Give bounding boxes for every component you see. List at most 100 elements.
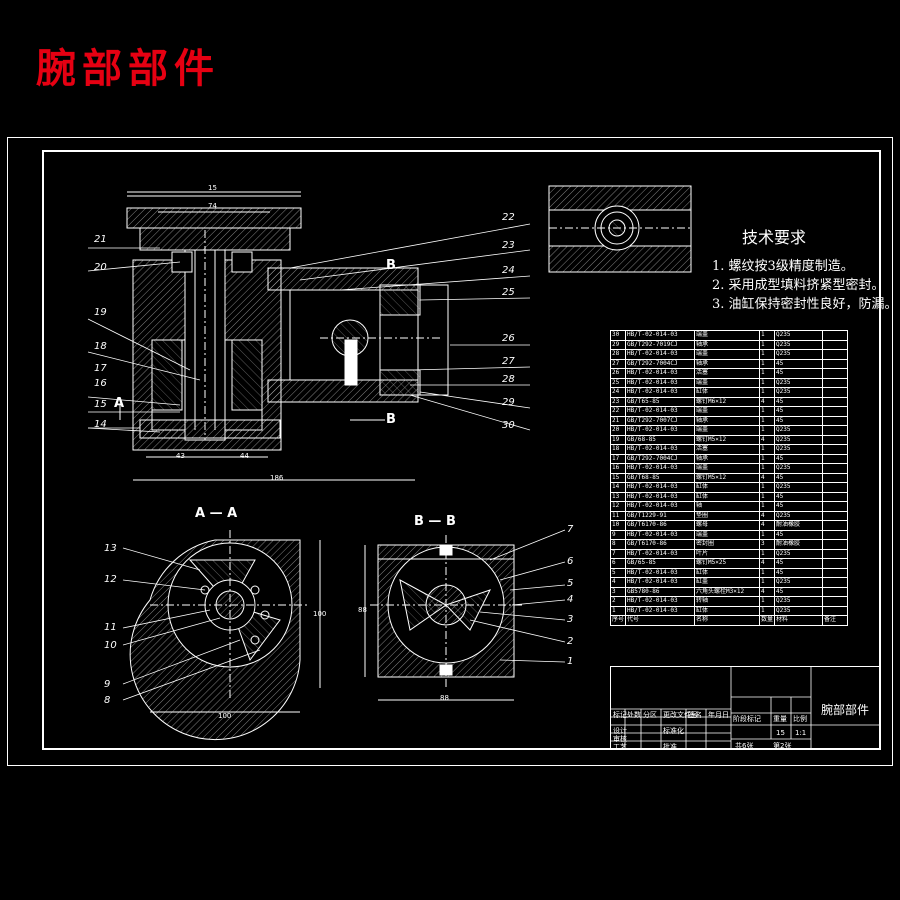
bom-cell: 3 — [609, 586, 627, 597]
leader-1: 1 — [567, 656, 574, 667]
bom-cell: 活塞 — [694, 444, 761, 455]
bom-cell: 端盖 — [694, 425, 761, 436]
dim-15: 15 — [208, 184, 217, 192]
bom-cell: GB/68-85 — [625, 434, 696, 445]
bom-cell: 螺钉M6×12 — [694, 396, 761, 407]
bom-cell: 6 — [609, 558, 627, 569]
bom-cell — [822, 577, 849, 588]
tb-label-count: 处数 — [627, 711, 641, 719]
bom-cell: 1 — [759, 377, 776, 388]
dim-74: 74 — [208, 202, 217, 210]
tb-sheets-total: 共6张 — [735, 742, 754, 750]
bom-cell — [822, 510, 849, 521]
a-leader-lines — [122, 547, 261, 701]
bom-cell: HB/T-02-014-03 — [625, 567, 696, 578]
tb-label-mark: 标记 — [613, 711, 627, 719]
bom-cell: HB/T-02-014-03 — [625, 482, 696, 493]
bom-cell: 1 — [759, 501, 776, 512]
bom-cell: 1 — [759, 368, 776, 379]
bom-cell — [822, 501, 849, 512]
bom-cell: GB/T292-7019CJ — [625, 339, 696, 350]
bom-cell: 六角头螺栓M3×12 — [694, 586, 761, 597]
bom-cell: 代号 — [625, 615, 696, 626]
leader-7: 7 — [567, 524, 574, 535]
tb-role-approve: 批准 — [663, 743, 677, 751]
leader-12: 12 — [104, 574, 117, 585]
bom-cell: 活塞 — [694, 368, 761, 379]
tb-label-change: 更改文件号 — [663, 711, 698, 719]
bom-cell: HB/T-02-014-03 — [625, 605, 696, 616]
bom-cell: 端盖 — [694, 406, 761, 417]
bom-cell: 23 — [609, 396, 627, 407]
leader-3: 3 — [567, 614, 574, 625]
bom-cell: 45 — [774, 491, 824, 502]
bom-cell: 11 — [609, 510, 627, 521]
bom-cell: 25 — [609, 377, 627, 388]
bom-cell: HB/T-02-014-03 — [625, 349, 696, 360]
section-arrow-a: A — [114, 396, 125, 411]
bom-cell: HB/T-02-014-03 — [625, 330, 696, 341]
bom-cell: Q235 — [774, 330, 824, 341]
bom-cell: 45 — [774, 358, 824, 369]
bom-cell: 1 — [759, 444, 776, 455]
drawing-title: 腕部部件 — [36, 45, 220, 92]
bom-cell: HB/T-02-014-03 — [625, 596, 696, 607]
bom-cell: 4 — [759, 434, 776, 445]
bom-cell: Q235 — [774, 387, 824, 398]
bom-cell: 1 — [759, 406, 776, 417]
bom-cell: 轴承 — [694, 339, 761, 350]
tb-role-process: 工艺 — [613, 743, 627, 751]
bom-cell: 1 — [759, 330, 776, 341]
leader-23: 23 — [502, 240, 515, 251]
bom-cell: Q235 — [774, 605, 824, 616]
bom-cell: GB/T292-7004CJ — [625, 358, 696, 369]
bom-cell: 轴承 — [694, 415, 761, 426]
bom-cell: GB/T292-7007CJ — [625, 415, 696, 426]
title-block: 腕部部件 标记 处数 分区 更改文件号 签名 年月日 设计 审核 工艺 标准化 … — [610, 666, 881, 751]
bom-cell — [822, 444, 849, 455]
bom-cell: 20 — [609, 425, 627, 436]
bom-cell: 4 — [609, 577, 627, 588]
leader-28: 28 — [502, 374, 515, 385]
main-section-view — [119, 191, 449, 481]
bom-cell — [822, 605, 849, 616]
bom-cell: HB/T-02-014-03 — [625, 501, 696, 512]
bom-cell: 1 — [759, 415, 776, 426]
bom-cell: Q235 — [774, 339, 824, 350]
bom-cell — [822, 529, 849, 540]
bom-cell: 4 — [759, 520, 776, 531]
dim-100-b: 100 — [313, 610, 327, 618]
tb-role-design: 设计 — [613, 727, 627, 735]
bom-cell: 45 — [774, 453, 824, 464]
bom-cell: Q235 — [774, 444, 824, 455]
b-leader-lines — [469, 529, 566, 663]
bom-cell: 耐油橡胶 — [774, 520, 824, 531]
leader-24: 24 — [502, 265, 515, 276]
bom-cell — [822, 434, 849, 445]
bom-cell — [822, 539, 849, 550]
bom-cell: 1 — [759, 482, 776, 493]
bom-cell: 端盖 — [694, 330, 761, 341]
bom-cell: 1 — [759, 548, 776, 559]
bom-cell — [822, 596, 849, 607]
bom-cell: 1 — [759, 596, 776, 607]
bom-cell: 1 — [759, 529, 776, 540]
leader-29: 29 — [502, 397, 515, 408]
bom-cell: 45 — [774, 586, 824, 597]
leader-18: 18 — [94, 341, 107, 352]
bom-cell: 1 — [759, 605, 776, 616]
bom-cell — [822, 472, 849, 483]
tech-item-1: 1. 螺纹按3级精度制造。 — [712, 259, 854, 274]
